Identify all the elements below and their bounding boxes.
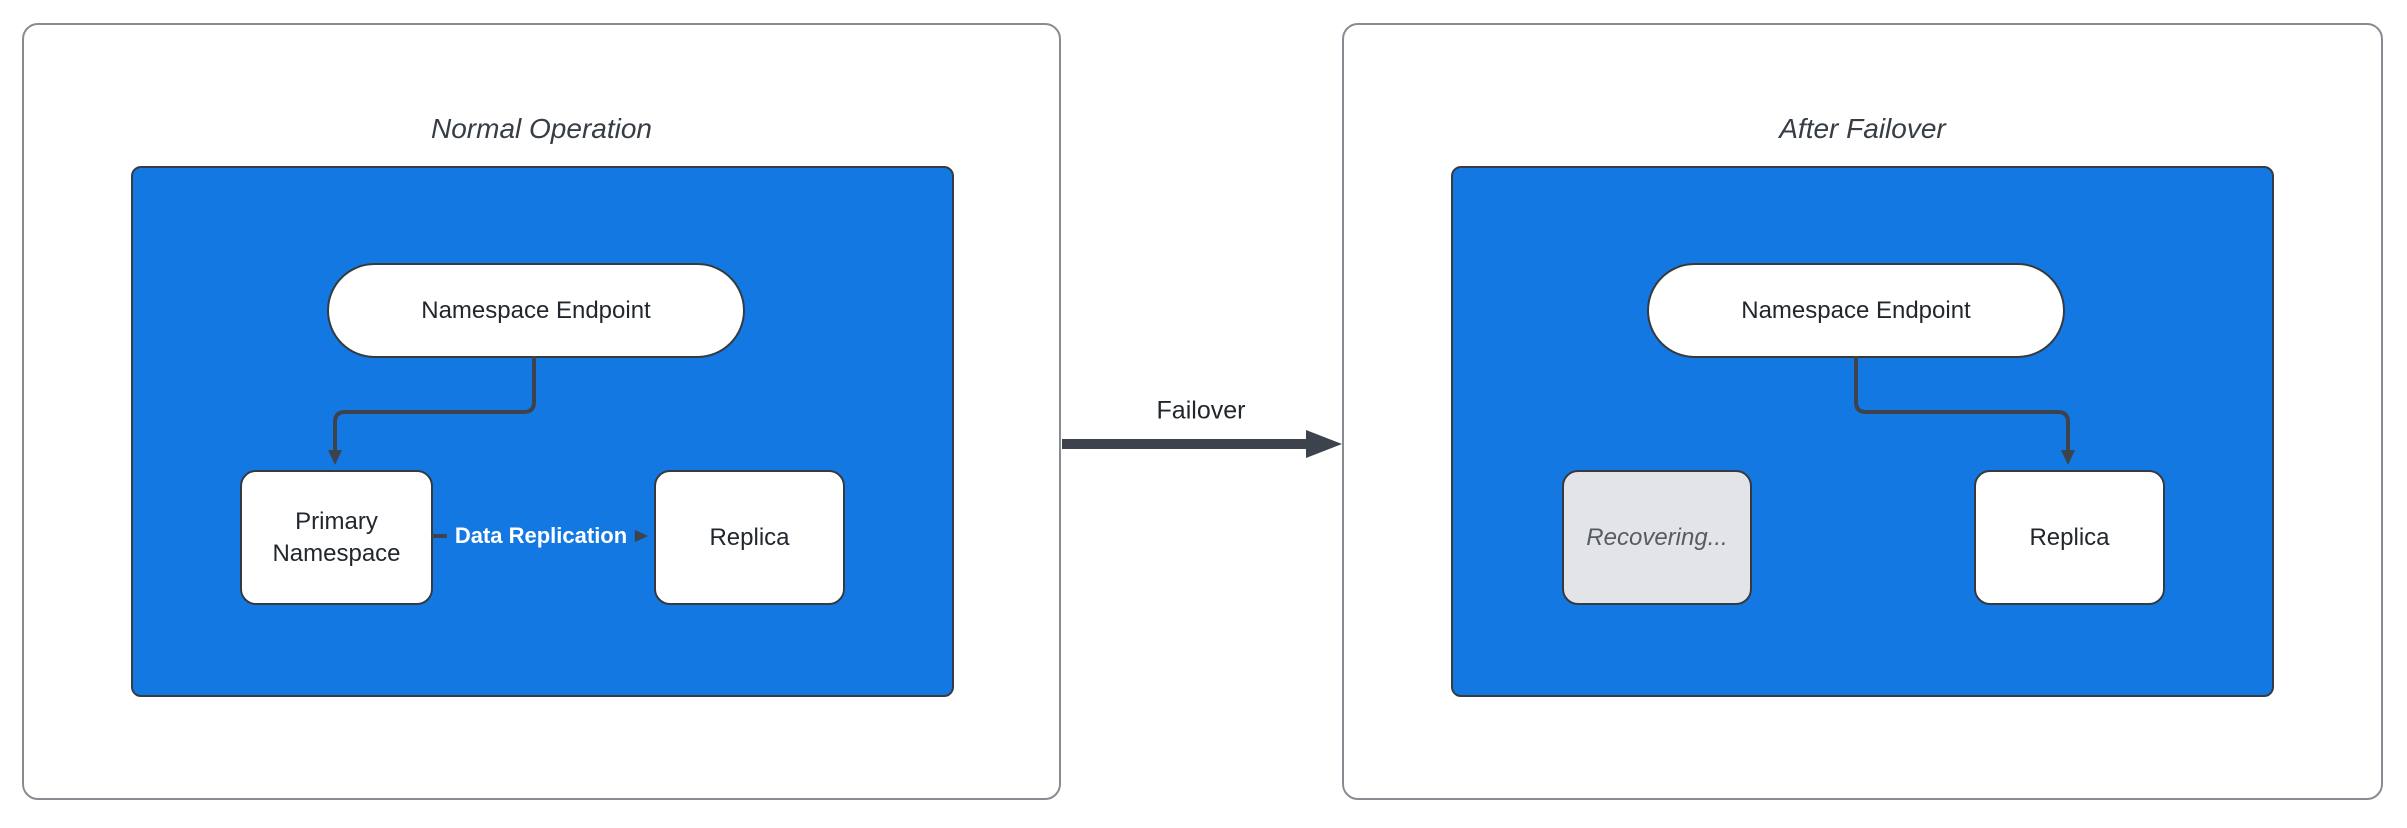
node-replica-left: Replica	[654, 470, 845, 605]
panel-after-failover: After Failover Namespace Endpoint Recove…	[1342, 23, 2383, 800]
failover-label: Failover	[1150, 396, 1252, 426]
cluster-normal-operation	[131, 166, 954, 697]
cluster-after-failover	[1451, 166, 2274, 697]
node-label: Namespace Endpoint	[421, 296, 651, 324]
node-namespace-endpoint-right: Namespace Endpoint	[1647, 263, 2065, 358]
panel-title-after-failover: After Failover	[1779, 113, 1946, 144]
panel-title-normal-operation: Normal Operation	[431, 113, 652, 144]
node-label: Primary Namespace	[272, 508, 401, 567]
node-label: Namespace Endpoint	[1741, 296, 1971, 324]
node-primary-namespace: Primary Namespace	[240, 470, 433, 605]
node-replica-right: Replica	[1974, 470, 2165, 605]
node-namespace-endpoint-left: Namespace Endpoint	[327, 263, 745, 358]
panel-normal-operation: Normal Operation Namespace Endpoint Prim…	[22, 23, 1061, 800]
node-recovering: Recovering...	[1562, 470, 1752, 605]
node-label: Replica	[709, 523, 790, 551]
node-label: Replica	[2029, 523, 2110, 551]
data-replication-label: Data Replication	[446, 521, 636, 551]
failover-arrowhead-icon	[1306, 430, 1342, 458]
node-label: Recovering...	[1586, 523, 1728, 551]
